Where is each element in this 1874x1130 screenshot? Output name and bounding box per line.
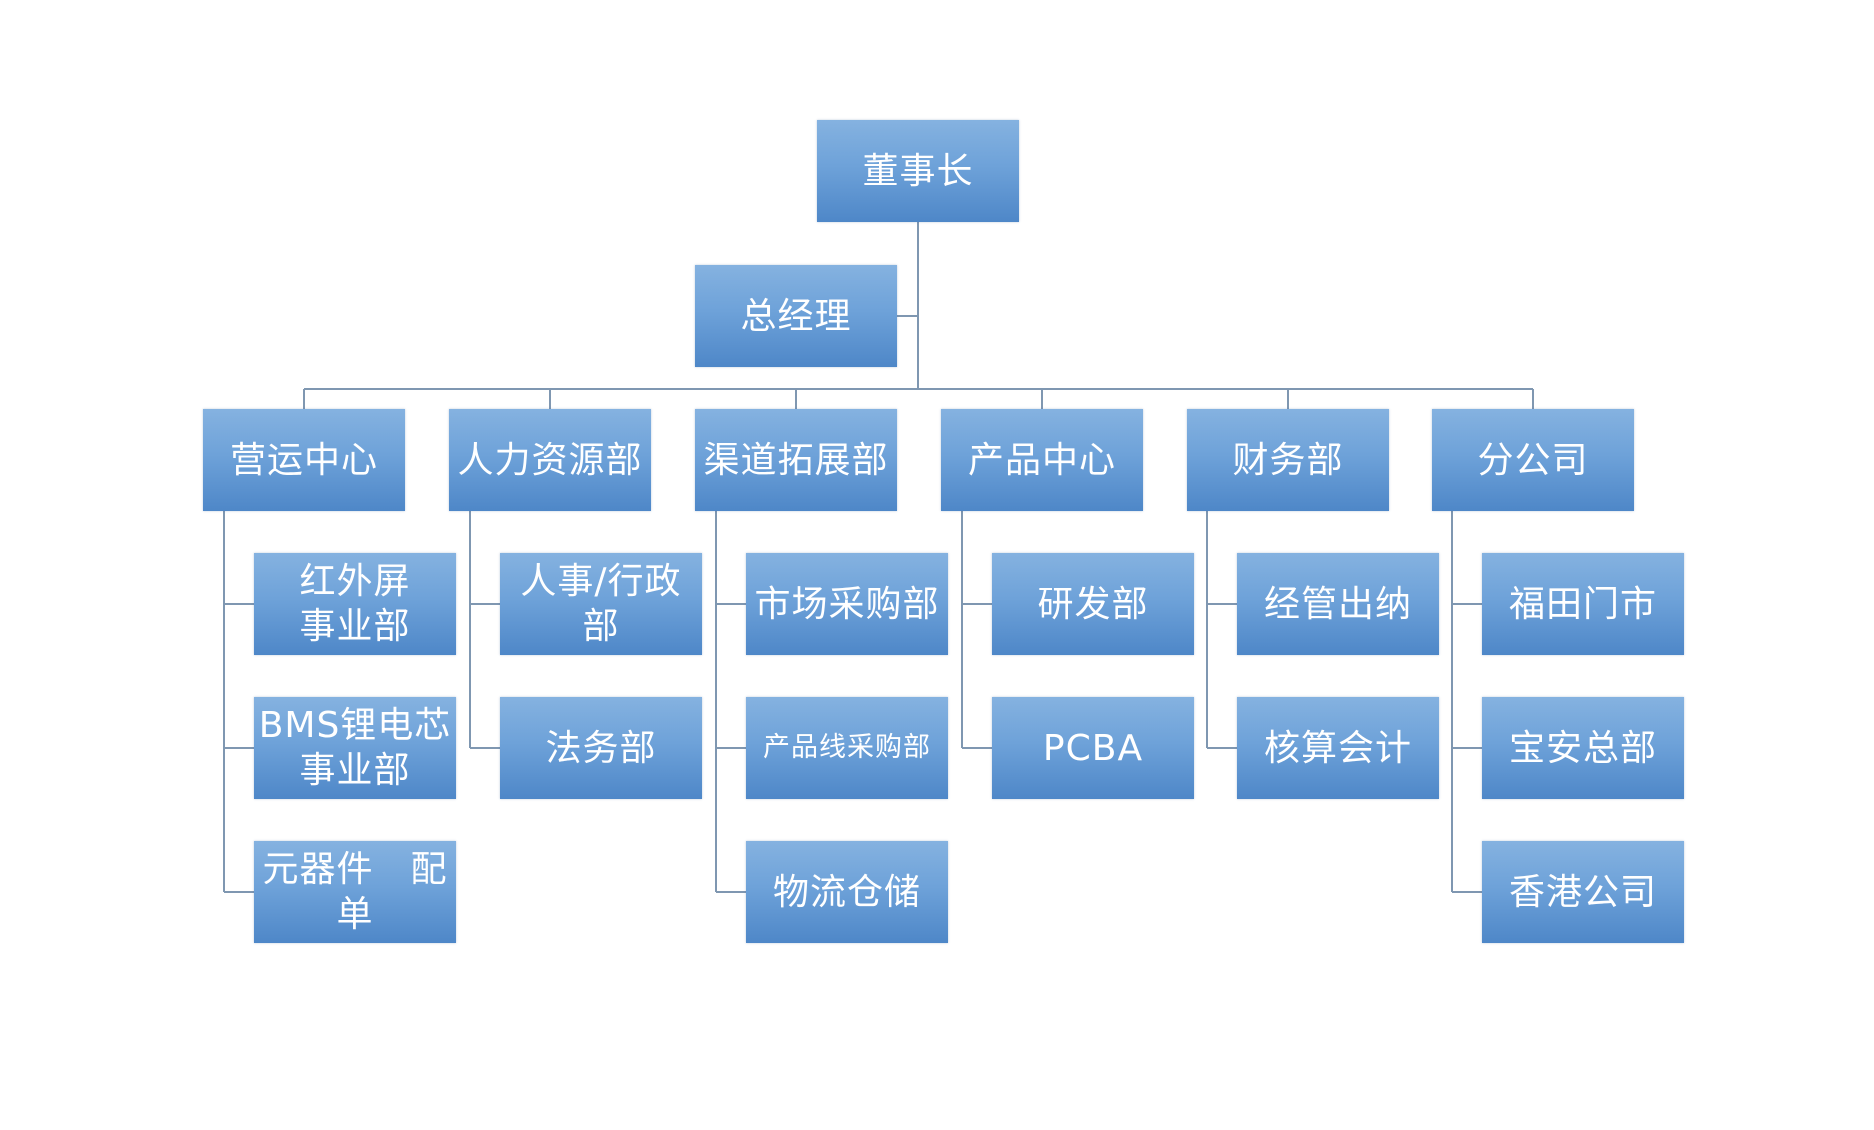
node-general-manager: 总经理: [695, 265, 897, 367]
node-child: 产品线采购部: [746, 697, 948, 799]
node-label: 分公司: [1477, 439, 1589, 481]
node-label: 人力资源部: [457, 439, 643, 481]
node-child: 核算会计: [1237, 697, 1439, 799]
node-child: 福田门市: [1482, 553, 1684, 655]
node-dept-branch: 分公司: [1432, 409, 1634, 511]
node-label: 宝安总部: [1508, 727, 1657, 769]
node-child: 香港公司: [1482, 841, 1684, 943]
node-child: 法务部: [500, 697, 702, 799]
node-dept-product: 产品中心: [941, 409, 1143, 511]
node-label: 人事/行政 部: [520, 561, 682, 647]
node-child: 宝安总部: [1482, 697, 1684, 799]
node-dept-channel: 渠道拓展部: [695, 409, 897, 511]
node-label: BMS锂电芯 事业部: [258, 705, 452, 791]
node-label: 法务部: [545, 727, 657, 769]
node-dept-hr: 人力资源部: [449, 409, 651, 511]
node-label: 研发部: [1037, 583, 1149, 625]
node-child: 物流仓储: [746, 841, 948, 943]
node-child: 元器件 配 单: [254, 841, 456, 943]
node-label: 核算会计: [1263, 727, 1412, 769]
node-label: 产品中心: [967, 439, 1116, 481]
node-child: 经管出纳: [1237, 553, 1439, 655]
node-child: 市场采购部: [746, 553, 948, 655]
node-child: PCBA: [992, 697, 1194, 799]
node-label: 产品线采购部: [763, 732, 931, 763]
node-label: 董事长: [862, 150, 974, 192]
node-label: 渠道拓展部: [703, 439, 889, 481]
node-chairman: 董事长: [817, 120, 1019, 222]
node-label: PCBA: [1042, 727, 1144, 769]
node-child: BMS锂电芯 事业部: [254, 697, 456, 799]
node-label: 经管出纳: [1263, 583, 1412, 625]
node-label: 总经理: [740, 295, 852, 337]
node-label: 元器件 配 单: [262, 849, 448, 935]
node-label: 市场采购部: [754, 583, 940, 625]
node-child: 红外屏 事业部: [254, 553, 456, 655]
node-child: 人事/行政 部: [500, 553, 702, 655]
node-dept-operations: 营运中心: [203, 409, 405, 511]
node-label: 红外屏 事业部: [299, 561, 411, 647]
node-label: 物流仓储: [772, 871, 921, 913]
node-dept-finance: 财务部: [1187, 409, 1389, 511]
node-label: 福田门市: [1508, 583, 1657, 625]
node-label: 财务部: [1232, 439, 1344, 481]
node-label: 香港公司: [1508, 871, 1657, 913]
node-child: 研发部: [992, 553, 1194, 655]
node-label: 营运中心: [229, 439, 378, 481]
